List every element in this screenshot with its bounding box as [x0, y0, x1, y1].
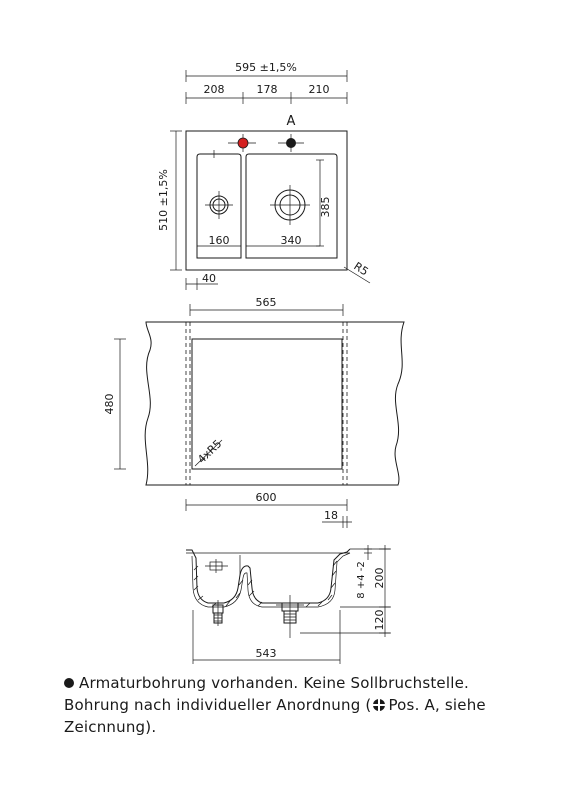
- small-bowl-width-label: 160: [209, 234, 230, 247]
- notes-block: Armaturbohrung vorhanden. Keine Sollbruc…: [64, 672, 534, 738]
- filled-dot-icon: [64, 678, 74, 688]
- edge-offset-label: 40: [202, 272, 216, 285]
- tap-hole-factory: [228, 134, 256, 152]
- tap-hole-optional-pos-a: [278, 134, 304, 152]
- cutout-view: 565 4xR5 480 600 18: [103, 296, 405, 528]
- bottom-width-dimension: 543: [192, 610, 341, 664]
- segment-right-label: 210: [309, 83, 330, 96]
- edge-thickness-label: 18: [324, 509, 338, 522]
- cutout-width-dimension: 565: [189, 296, 344, 316]
- segment-middle-label: 178: [257, 83, 278, 96]
- cutout-depth-label: 480: [103, 394, 116, 415]
- small-bowl-drain: [205, 191, 233, 219]
- cutout-depth-dimension: 480: [103, 338, 126, 470]
- note-line-2b-text: Pos. A, siehe: [388, 696, 486, 714]
- sink-outline: [185, 130, 348, 271]
- overall-depth-label: 510 ±1,5%: [157, 169, 170, 231]
- drain-height-label: 120: [373, 610, 386, 631]
- note-line-1-text: Armaturbohrung vorhanden. Keine Sollbruc…: [79, 674, 469, 692]
- cutout-rectangle: [191, 338, 343, 470]
- bottom-width-label: 543: [256, 647, 277, 660]
- overall-depth-dimension: 510 ±1,5%: [157, 130, 182, 271]
- cabinet-width-label: 600: [256, 491, 277, 504]
- segment-left-label: 208: [204, 83, 225, 96]
- note-line-3-text: Zeicnnung).: [64, 718, 157, 736]
- large-bowl-width-label: 340: [281, 234, 302, 247]
- rim-height-label: 8 +4 -2: [356, 561, 367, 598]
- position-a-label: A: [287, 114, 296, 129]
- edge-thickness-dimension: 18: [322, 509, 352, 528]
- cutout-width-label: 565: [256, 296, 277, 309]
- cabinet-width-dimension: 600: [185, 491, 348, 511]
- corner-radius-label: R5: [351, 260, 370, 279]
- small-bowl: [196, 153, 242, 259]
- overall-width-label: 595 ±1,5%: [235, 61, 297, 74]
- section-small-drain: [212, 600, 224, 626]
- large-bowl: [245, 153, 338, 259]
- edge-offset-dimension: 40: [185, 272, 218, 290]
- section-depth-label: 200: [373, 568, 386, 589]
- section-height-dimensions: 200 8 +4 -2 120: [300, 545, 391, 637]
- large-bowl-drain: [270, 185, 310, 225]
- overall-width-dimension: 595 ±1,5%: [185, 61, 348, 82]
- note-line-1: Armaturbohrung vorhanden. Keine Sollbruc…: [64, 672, 534, 694]
- note-line-3: Zeicnnung).: [64, 716, 534, 738]
- note-line-2: Bohrung nach individueller Anordnung ( Po…: [64, 694, 534, 716]
- bowl-depth-label: 385: [319, 197, 332, 218]
- section-tap-hole: [205, 555, 241, 575]
- crosshair-dot-icon: [373, 699, 386, 711]
- worktop-outline: [144, 321, 405, 486]
- segment-dimensions: 208 178 210: [185, 83, 348, 104]
- note-line-2a-text: Bohrung nach individueller Anordnung (: [64, 696, 372, 714]
- section-view: 200 8 +4 -2 120 543: [186, 545, 391, 664]
- top-view: 595 ±1,5% 208 178 210 A: [157, 61, 371, 290]
- section-large-drain: [276, 595, 304, 638]
